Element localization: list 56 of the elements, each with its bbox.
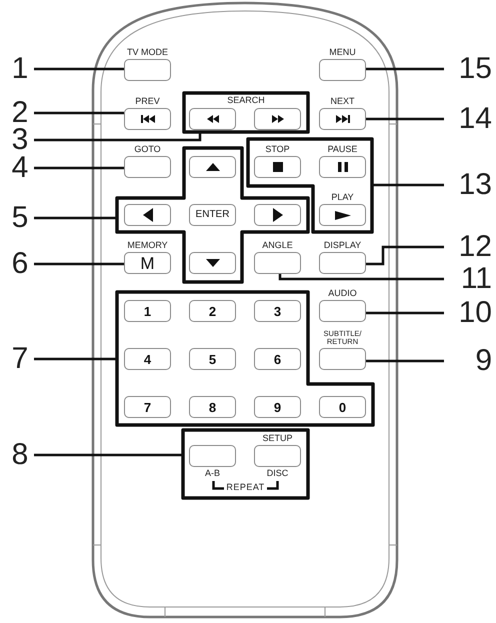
remote-button: 0 — [319, 396, 366, 418]
button-label: PREV — [135, 97, 160, 106]
callout-number: 12 — [444, 231, 492, 263]
leader-line — [366, 68, 444, 70]
leader-line — [366, 360, 444, 362]
button-label: STOP — [265, 145, 290, 154]
callout-number: 13 — [444, 169, 492, 201]
leader-line — [278, 274, 444, 280]
button-label: TV MODE — [127, 48, 168, 57]
button-label: PAUSE — [328, 145, 358, 154]
button-label: DISC — [266, 469, 288, 478]
callout-number: 7 — [6, 343, 34, 375]
button-label: DISPLAY — [324, 241, 362, 250]
button-label: PLAY — [331, 193, 354, 202]
callout-number: 14 — [444, 103, 492, 135]
leader-line — [34, 132, 202, 142]
button-label: A-B — [205, 469, 220, 478]
remote-button: ENTER — [189, 204, 236, 226]
remote-button: 5 — [189, 348, 236, 370]
leader-line — [366, 246, 444, 266]
leader-line — [372, 184, 444, 186]
remote-button: M — [124, 252, 171, 274]
callout-number: 6 — [6, 248, 34, 280]
remote-button: 1 — [124, 300, 171, 322]
remote-button: 7 — [124, 396, 171, 418]
callout-number: 8 — [6, 439, 34, 471]
button-label: AUDIO — [328, 289, 357, 298]
callout-number: 1 — [6, 53, 34, 85]
callout-number: 15 — [444, 53, 492, 85]
leader-line — [34, 454, 183, 456]
leader-line — [34, 166, 124, 170]
leader-line — [34, 68, 124, 70]
button-label: MENU — [329, 48, 356, 57]
button-label: ANGLE — [262, 241, 293, 250]
callout-number: 11 — [444, 263, 492, 295]
remote-button: 4 — [124, 348, 171, 370]
leader-line — [366, 118, 444, 120]
remote-button: 9 — [254, 396, 301, 418]
remote-button: 3 — [254, 300, 301, 322]
callout-number: 5 — [6, 202, 34, 234]
remote-button: 2 — [189, 300, 236, 322]
group-label: REPEAT — [226, 483, 265, 492]
group-label: SEARCH — [227, 96, 265, 105]
button-label: MEMORY — [127, 241, 168, 250]
leader-line — [34, 216, 117, 220]
leader-line — [366, 312, 444, 314]
button-label: SETUP — [262, 434, 292, 443]
leader-line — [34, 358, 117, 360]
button-label: NEXT — [330, 97, 354, 106]
callout-number: 9 — [444, 345, 492, 377]
callout-number: 10 — [444, 297, 492, 329]
remote-button: 8 — [189, 396, 236, 418]
button-label: GOTO — [134, 145, 161, 154]
remote-button: 6 — [254, 348, 301, 370]
leader-line — [34, 262, 124, 266]
leader-line — [34, 112, 124, 114]
